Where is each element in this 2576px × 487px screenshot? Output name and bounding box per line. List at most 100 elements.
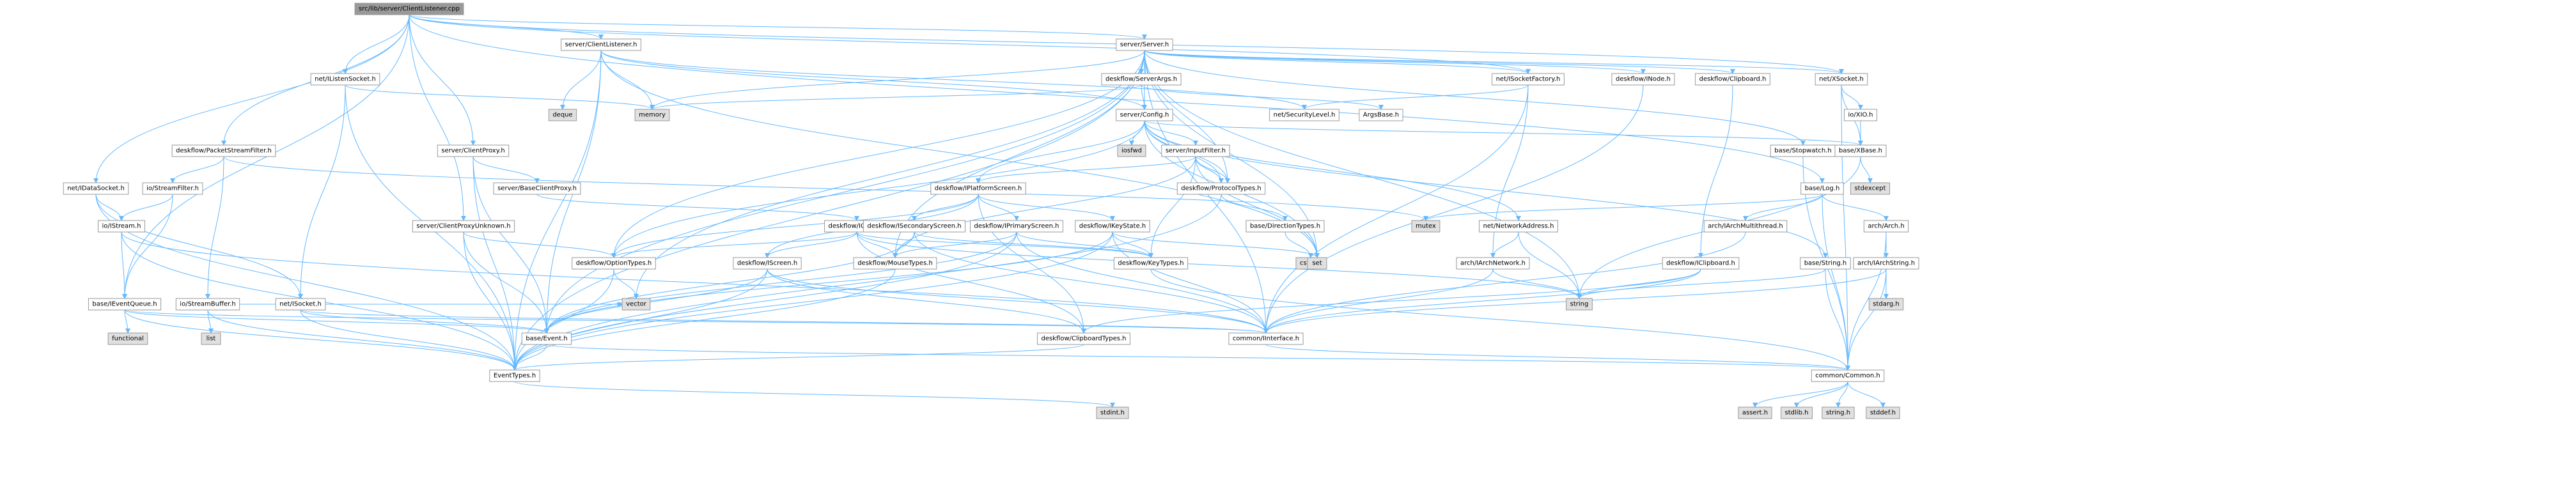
node-clientproxyunknown-h[interactable]: server/ClientProxyUnknown.h bbox=[412, 220, 515, 233]
node-optiontypes-h[interactable]: deskflow/OptionTypes.h bbox=[572, 257, 656, 270]
node-packetstreamfilter-h[interactable]: deskflow/PacketStreamFilter.h bbox=[171, 144, 276, 157]
edge-packetstreamfilter-h-to-streambuffer-h bbox=[205, 156, 224, 299]
node-iclipboard-h[interactable]: deskflow/IClipboard.h bbox=[1662, 257, 1740, 270]
node-networkaddress-h[interactable]: net/NetworkAddress.h bbox=[1479, 220, 1558, 233]
node-xbase-h[interactable]: base/XBase.h bbox=[1834, 144, 1887, 157]
node-keytypes-h[interactable]: deskflow/KeyTypes.h bbox=[1113, 257, 1189, 270]
node-box bbox=[1834, 144, 1887, 157]
edge-clientproxyunknown-h-to-event-h bbox=[463, 231, 549, 334]
node-common-h[interactable]: common/Common.h bbox=[1811, 369, 1885, 382]
node-box bbox=[863, 220, 966, 233]
node-baseclientproxy-h[interactable]: server/BaseClientProxy.h bbox=[493, 182, 581, 195]
node-box bbox=[1781, 406, 1813, 419]
node-argsbase-h[interactable]: ArgsBase.h bbox=[1359, 109, 1403, 121]
node-root[interactable]: src/lib/server/ClientListener.cpp bbox=[354, 3, 464, 15]
node-config-h[interactable]: server/Config.h bbox=[1116, 109, 1173, 121]
node-protocoltypes-h[interactable]: deskflow/ProtocolTypes.h bbox=[1176, 182, 1266, 195]
node-isecondaryscreen-h[interactable]: deskflow/ISecondaryScreen.h bbox=[863, 220, 966, 233]
node-stopwatch-h[interactable]: base/Stopwatch.h bbox=[1770, 144, 1836, 157]
node-label: list bbox=[207, 336, 216, 343]
node-label: arch/IArchNetwork.h bbox=[1460, 260, 1526, 267]
edge-isocketfactory-h-to-securitylevel-h bbox=[1302, 84, 1529, 110]
edge-ilistensocket-h-to-isocket-h bbox=[298, 84, 346, 299]
node-iinterface-h[interactable]: common/IInterface.h bbox=[1228, 332, 1304, 345]
node-iplatformscreen-h[interactable]: deskflow/IPlatformScreen.h bbox=[930, 182, 1026, 195]
node-inode-h[interactable]: deskflow/INode.h bbox=[1611, 73, 1675, 86]
node-label: base/XBase.h bbox=[1839, 148, 1882, 155]
node-streamfilter-h[interactable]: io/StreamFilter.h bbox=[142, 182, 203, 195]
node-box bbox=[1117, 144, 1146, 157]
node-iosfwd: iosfwd bbox=[1117, 144, 1146, 157]
node-clipboard-h[interactable]: deskflow/Clipboard.h bbox=[1695, 73, 1770, 86]
node-box bbox=[1815, 73, 1868, 86]
edge-iprimaryscreen-h-to-event-h bbox=[544, 231, 1017, 334]
edge-clientproxyunknown-h-to-optiontypes-h bbox=[463, 231, 616, 258]
edge-serverargs-h-to-argsbase-h bbox=[1141, 84, 1384, 110]
node-ikeystate-h[interactable]: deskflow/IKeyState.h bbox=[1075, 220, 1150, 233]
node-box bbox=[634, 109, 670, 121]
node-ieventqueue-h[interactable]: base/IEventQueue.h bbox=[88, 298, 162, 311]
node-box bbox=[1703, 220, 1788, 233]
node-iarchmultithread-h[interactable]: arch/IArchMultithread.h bbox=[1703, 220, 1788, 233]
edge-ieventqueue-h-to-functional bbox=[124, 309, 130, 334]
node-securitylevel-h[interactable]: net/SecurityLevel.h bbox=[1269, 109, 1339, 121]
edge-iprimaryscreen-h-to-keytypes-h bbox=[1016, 231, 1153, 258]
edge-iplatformscreen-h-to-iprimaryscreen-h bbox=[978, 194, 1019, 221]
edge-inputfilter-h-to-protocoltypes-h bbox=[1195, 156, 1224, 183]
node-label: stdarg.h bbox=[1873, 301, 1899, 308]
node-label: base/Stopwatch.h bbox=[1774, 148, 1832, 155]
node-arch-h[interactable]: arch/Arch.h bbox=[1863, 220, 1909, 233]
node-inputfilter-h[interactable]: server/InputFilter.h bbox=[1161, 144, 1230, 157]
node-serverargs-h[interactable]: deskflow/ServerArgs.h bbox=[1101, 73, 1182, 86]
edge-iarchmultithread-h-to-iinterface-h bbox=[1263, 231, 1746, 334]
node-label: string bbox=[1570, 301, 1589, 308]
node-server-h[interactable]: server/Server.h bbox=[1116, 38, 1173, 51]
node-mutex: mutex bbox=[1411, 220, 1440, 233]
node-event-h[interactable]: base/Event.h bbox=[521, 332, 572, 345]
node-idatasocket-h[interactable]: net/IDataSocket.h bbox=[63, 182, 129, 195]
node-label: base/IEventQueue.h bbox=[92, 301, 157, 308]
node-string: string bbox=[1566, 298, 1593, 311]
node-label: net/NetworkAddress.h bbox=[1483, 223, 1554, 230]
node-iprimaryscreen-h[interactable]: deskflow/IPrimaryScreen.h bbox=[970, 220, 1063, 233]
node-log-h[interactable]: base/Log.h bbox=[1800, 182, 1844, 195]
node-ilistensocket-h[interactable]: net/IListenSocket.h bbox=[310, 73, 380, 86]
node-label: stdint.h bbox=[1100, 410, 1125, 417]
node-clientproxy-h[interactable]: server/ClientProxy.h bbox=[437, 144, 510, 157]
node-box bbox=[1695, 73, 1770, 86]
edge-isecondaryscreen-h-to-keytypes-h bbox=[914, 231, 1153, 258]
node-istream-h[interactable]: io/IStream.h bbox=[98, 220, 145, 233]
edge-log-h-to-iarchmultithread-h bbox=[1743, 194, 1823, 221]
node-directiontypes-h[interactable]: base/DirectionTypes.h bbox=[1245, 220, 1325, 233]
edge-idatasocket-h-to-istream-h bbox=[95, 194, 124, 221]
node-iarchnetwork-h[interactable]: arch/IArchNetwork.h bbox=[1456, 257, 1530, 270]
node-isocketfactory-h[interactable]: net/ISocketFactory.h bbox=[1492, 73, 1565, 86]
node-stdexcept: stdexcept bbox=[1850, 182, 1891, 195]
node-clipboardtypes-h[interactable]: deskflow/ClipboardTypes.h bbox=[1037, 332, 1130, 345]
node-streambuffer-h[interactable]: io/StreamBuffer.h bbox=[175, 298, 240, 311]
edge-iclient-h-to-iscreen-h bbox=[765, 231, 857, 258]
edge-event-h-to-common-h bbox=[546, 344, 1850, 371]
node-label: deskflow/IKeyState.h bbox=[1079, 223, 1146, 230]
edge-config-h-to-inputfilter-h bbox=[1144, 120, 1198, 146]
node-string-h-base[interactable]: base/String.h bbox=[1800, 257, 1851, 270]
edge-server-h-to-clipboard-h bbox=[1144, 50, 1735, 74]
edge-iclipboard-h-to-string bbox=[1577, 268, 1701, 299]
node-eventtypes-h[interactable]: EventTypes.h bbox=[489, 369, 540, 382]
node-clientlistener-h[interactable]: server/ClientListener.h bbox=[561, 38, 641, 51]
node-box bbox=[1850, 182, 1891, 195]
edge-clientlistener-h-to-eventtypes-h bbox=[512, 50, 602, 371]
node-label: src/lib/server/ClientListener.cpp bbox=[359, 6, 460, 13]
node-iarchstring-h[interactable]: arch/IArchString.h bbox=[1853, 257, 1919, 270]
node-xsocket-h[interactable]: net/XSocket.h bbox=[1815, 73, 1868, 86]
edge-isocket-h-to-eventtypes-h bbox=[300, 309, 517, 371]
node-isocket-h[interactable]: net/ISocket.h bbox=[275, 298, 326, 311]
edge-iclient-h-to-string bbox=[856, 231, 1582, 299]
edge-streamfilter-h-to-ieventqueue-h bbox=[122, 194, 173, 299]
node-xio-h[interactable]: io/XIO.h bbox=[1843, 109, 1878, 121]
node-list: list bbox=[201, 332, 221, 345]
node-iscreen-h[interactable]: deskflow/IScreen.h bbox=[733, 257, 802, 270]
node-box bbox=[171, 144, 276, 157]
node-mousetypes-h[interactable]: deskflow/MouseTypes.h bbox=[853, 257, 937, 270]
node-label: stdexcept bbox=[1854, 185, 1885, 192]
